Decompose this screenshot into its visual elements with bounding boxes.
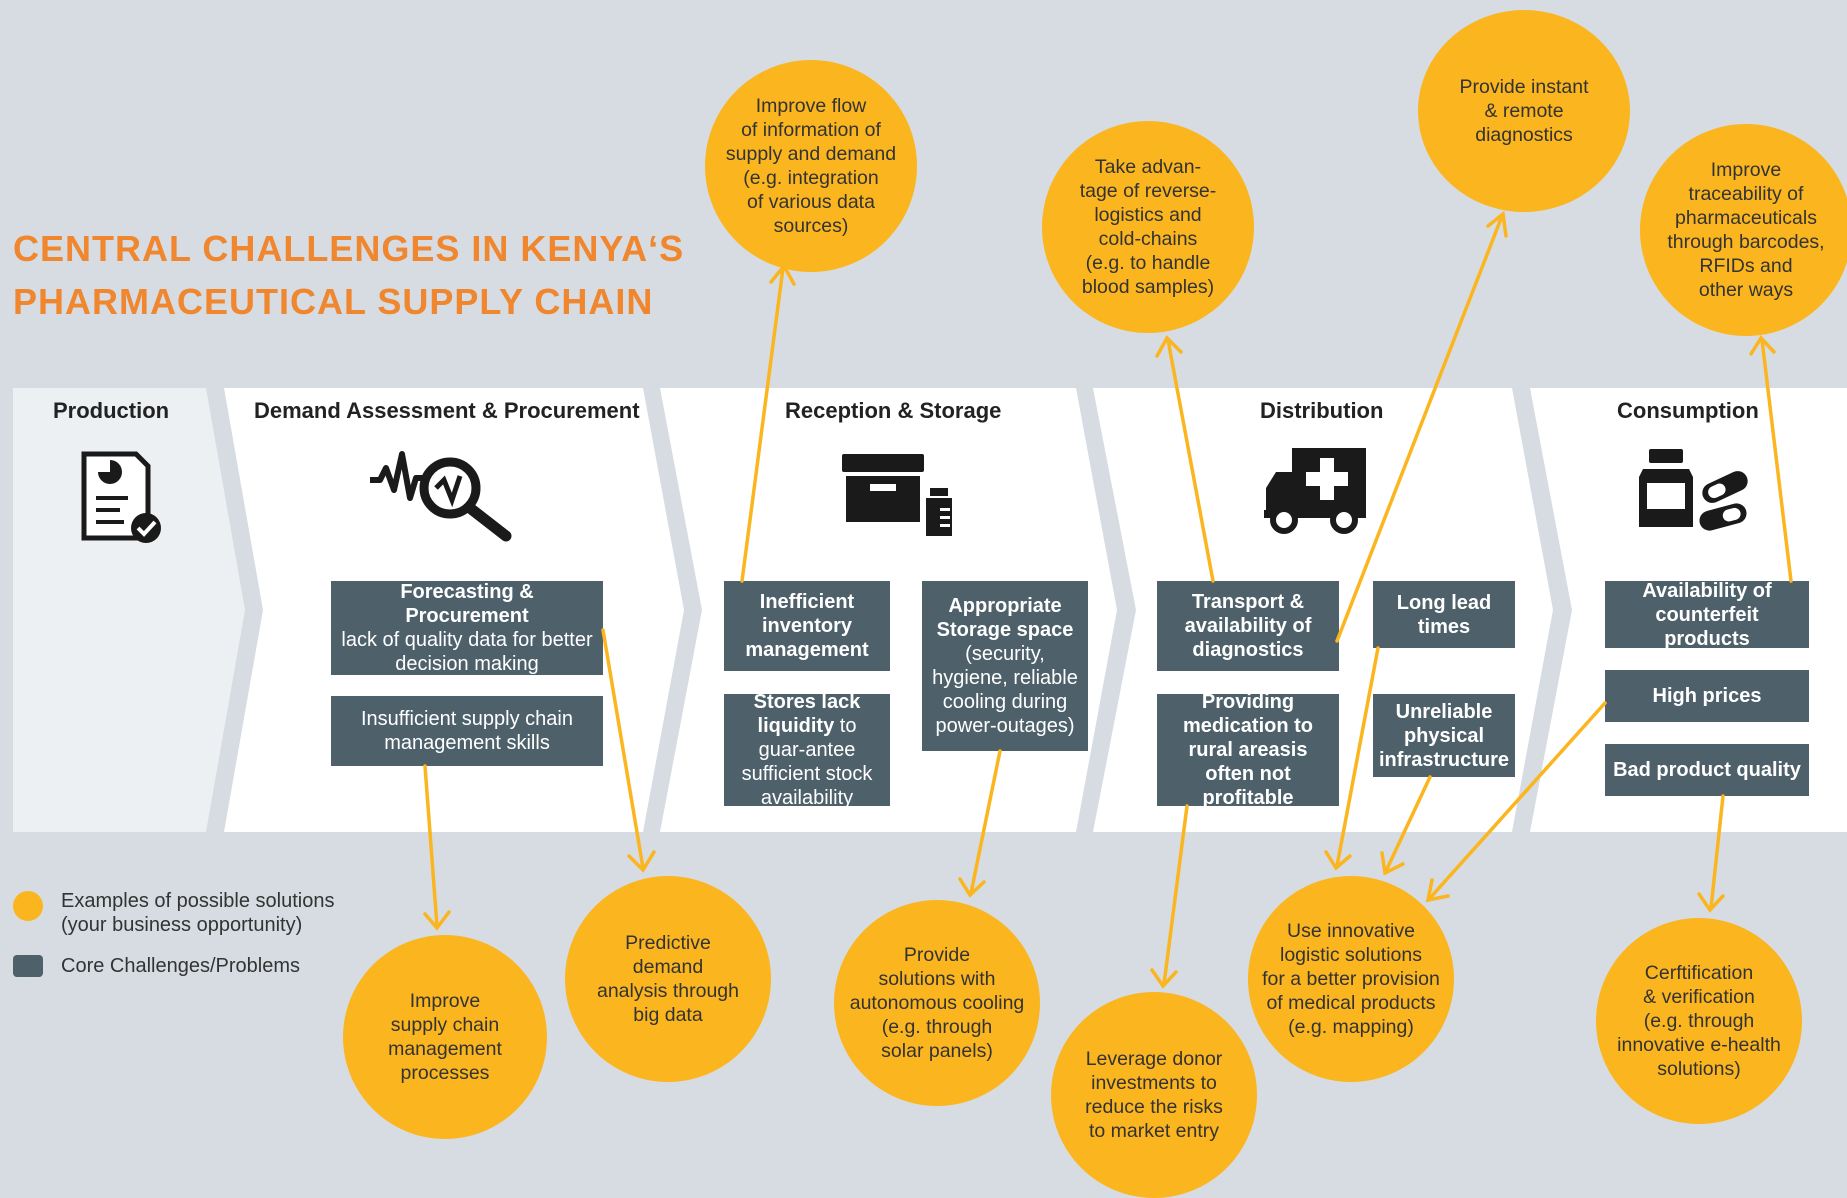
challenge-prices-title: High prices <box>1652 685 1762 707</box>
medicine-bottle-pills-icon <box>1639 449 1748 531</box>
challenge-transport: Transport & availability of diagnostics <box>1157 581 1339 671</box>
legend-challenge-label: Core Challenges/Problems <box>61 955 301 977</box>
document-checklist-icon <box>81 451 161 543</box>
solution-supply-chain-management: Improve supply chain management processe… <box>343 935 547 1139</box>
challenge-quality: Bad product quality <box>1605 744 1809 796</box>
solution-reverse-logistics: Take advan- tage of reverse- logistics a… <box>1042 121 1254 333</box>
stage-panel-production <box>13 388 245 832</box>
solution-traceability: Improve traceability of pharmaceuticals … <box>1640 124 1847 336</box>
challenge-counterfeit-title: Availability of counterfeit products <box>1642 579 1772 650</box>
solution-predictive-analysis: Predictive demand analysis through big d… <box>565 876 771 1082</box>
title-line-1: CENTRAL CHALLENGES IN KENYA‘S <box>13 228 685 269</box>
stage-title-reception: Reception & Storage <box>785 398 1002 423</box>
storage-box-icon <box>842 454 952 536</box>
challenge-forecasting-title: Forecasting & Procurement <box>400 581 534 627</box>
challenge-inventory: Inefficient inventory management <box>724 581 890 671</box>
challenge-skills: Insufficient supply chain management ski… <box>331 696 603 766</box>
wave-magnifier-icon <box>370 451 512 542</box>
solution-innovative-logistics: Use innovative logistic solutions for a … <box>1248 876 1454 1082</box>
stage-title-production: Production <box>53 398 170 423</box>
challenge-lead-times-title: Long lead times <box>1396 591 1492 638</box>
stage-title-distribution: Distribution <box>1260 398 1384 423</box>
challenge-counterfeit: Availability of counterfeit products <box>1605 579 1809 650</box>
challenge-transport-title: Transport & availability of diagnostics <box>1184 591 1312 661</box>
challenge-storage-title: Appropriate Storage space <box>936 595 1074 641</box>
solution-remote-diagnostics: Provide instant & remote diagnostics <box>1418 10 1630 212</box>
solution-certification: Cerftification & verification (e.g. thro… <box>1596 918 1802 1124</box>
challenge-inventory-title: Inefficient inventory management <box>745 591 869 661</box>
legend-solution-label: Examples of possible solutions (your bus… <box>61 890 335 936</box>
challenge-forecasting-text: lack of quality data for better decision… <box>341 629 593 675</box>
challenge-quality-title: Bad product quality <box>1613 759 1801 781</box>
solution-info-flow: Improve flow of information of supply an… <box>705 60 917 272</box>
legend-challenge-swatch <box>13 955 43 977</box>
solution-autonomous-cooling: Provide solutions with autonomous coolin… <box>834 900 1040 1106</box>
challenge-rural: Providing medication to rural areasis of… <box>1157 691 1339 809</box>
challenge-prices: High prices <box>1605 670 1809 722</box>
challenge-stores-title: Stores lack liquidity <box>753 691 861 737</box>
challenge-stores: Stores lack liquidity to guar-antee suff… <box>724 691 890 809</box>
challenge-infrastructure-title: Unreliable physical infrastructure <box>1378 700 1510 771</box>
challenge-storage: Appropriate Storage space(security, hygi… <box>922 581 1088 751</box>
page-title: CENTRAL CHALLENGES IN KENYA‘S PHARMACEUT… <box>13 222 684 328</box>
title-line-2: PHARMACEUTICAL SUPPLY CHAIN <box>13 281 654 322</box>
challenge-infrastructure: Unreliable physical infrastructure <box>1373 694 1515 777</box>
challenge-storage-text: (security, hygiene, reliable cooling dur… <box>932 643 1078 737</box>
challenge-rural-title: Providing medication to rural areasis of… <box>1182 691 1313 809</box>
challenge-stores-text: to guar-antee sufficient stock availabil… <box>741 715 873 809</box>
solution-donor-investments: Leverage donor investments to reduce the… <box>1051 992 1257 1198</box>
stage-title-demand: Demand Assessment & Procurement <box>254 398 640 423</box>
challenge-skills-text: Insufficient supply chain management ski… <box>361 708 573 754</box>
stage-title-consumption: Consumption <box>1617 398 1759 423</box>
legend-solution-swatch <box>13 891 43 921</box>
ambulance-icon <box>1264 448 1366 534</box>
challenge-lead-times: Long lead times <box>1373 581 1515 648</box>
